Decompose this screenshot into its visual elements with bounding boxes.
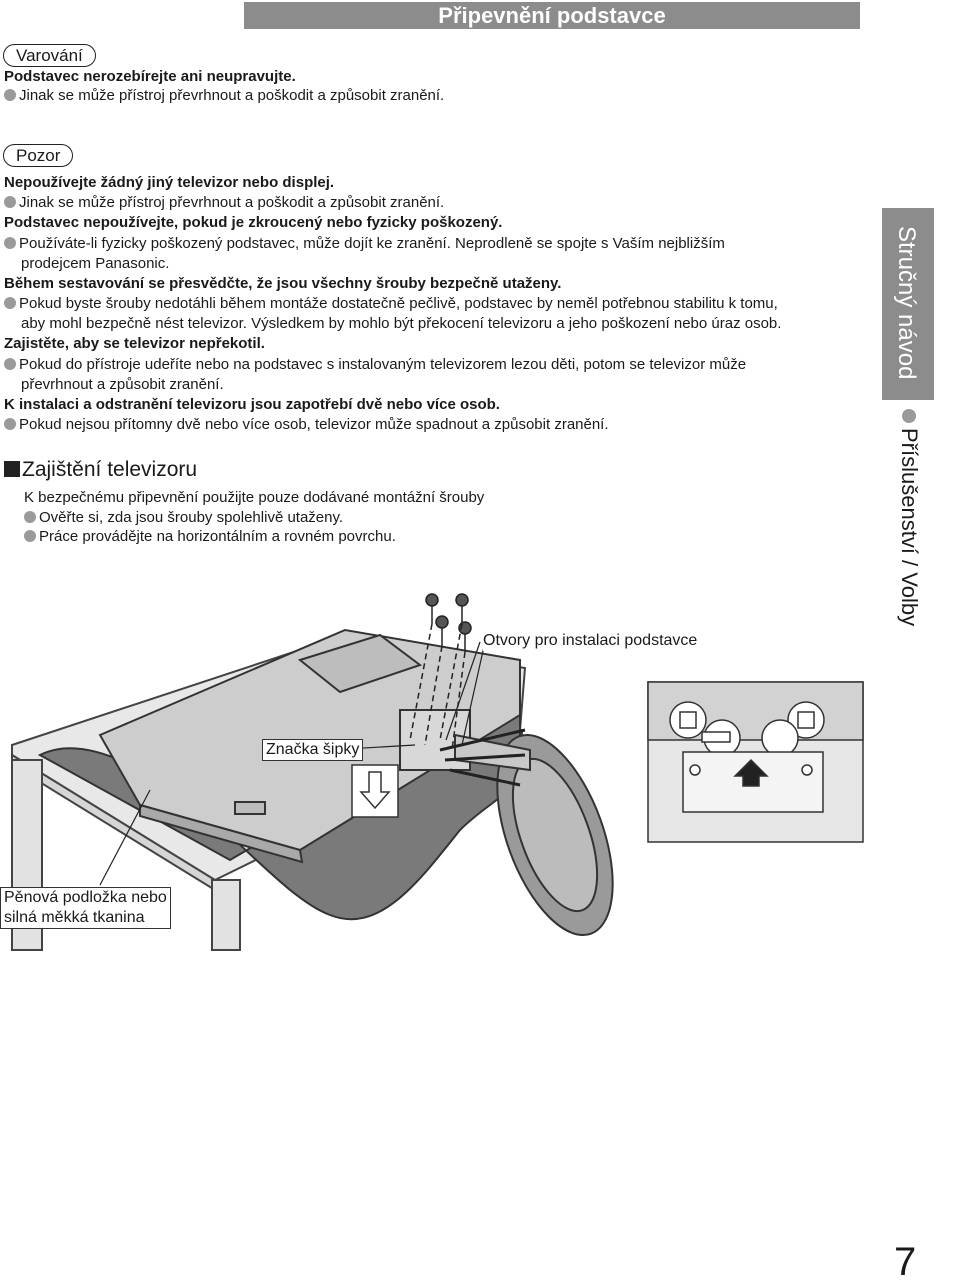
- page-title: Připevnění podstavce: [244, 2, 860, 29]
- bullet-icon: [4, 89, 16, 101]
- caution-line-1: Nepoužívejte žádný jiný televizor nebo d…: [4, 174, 335, 191]
- caution-line-3: Podstavec nepoužívejte, pokud je zkrouce…: [4, 214, 503, 231]
- bullet-icon: [24, 511, 36, 523]
- callout-arrow-mark: Značka šipky: [262, 739, 364, 761]
- mounting-detail: [647, 681, 864, 843]
- screws: [425, 593, 472, 652]
- caution-line-13: Pokud nejsou přítomny dvě nebo více osob…: [4, 415, 609, 435]
- warning-line-1: Podstavec nerozebírejte ani neupravujte.: [4, 68, 296, 85]
- caution-line-6: Během sestavování se přesvědčte, že jsou…: [4, 275, 562, 292]
- callout-pad: Pěnová podložka nebo silná měkká tkanina: [0, 887, 171, 929]
- caution-line-10: Pokud do přístroje udeříte nebo na podst…: [4, 355, 746, 375]
- section-line-3: Práce provádějte na horizontálním a rovn…: [24, 527, 396, 547]
- stand-installation-illustration: [11, 593, 864, 951]
- caution-line-11: převrhnout a způsobit zranění.: [21, 376, 224, 393]
- caution-line-7: Pokud byste šrouby nedotáhli během montá…: [4, 294, 778, 314]
- section-heading: Zajištění televizoru: [4, 457, 197, 483]
- caution-line-8: aby mohl bezpečně nést televizor. Výsled…: [21, 315, 782, 332]
- sidebar-sub-label: Příslušenství / Volby: [897, 428, 922, 627]
- callout-holes: Otvory pro instalaci podstavce: [483, 631, 698, 651]
- caution-line-4: Používáte-li fyzicky poškozený podstavec…: [4, 234, 725, 254]
- bullet-icon: [4, 358, 16, 370]
- square-bullet-icon: [4, 461, 20, 477]
- bullet-icon: [4, 418, 16, 430]
- down-arrow-icon: [359, 771, 391, 810]
- page-number: 7: [894, 1240, 917, 1284]
- stand: [454, 733, 614, 937]
- caution-line-12: K instalaci a odstranění televizoru jsou…: [4, 396, 500, 413]
- bullet-icon: [4, 196, 16, 208]
- caution-line-5: prodejcem Panasonic.: [21, 255, 170, 272]
- caution-line-2: Jinak se může přístroj převrhnout a pošk…: [4, 193, 444, 213]
- warning-line-2: Jinak se může přístroj převrhnout a pošk…: [4, 86, 444, 106]
- sidebar-tab: Stručný návod: [882, 208, 934, 400]
- caution-label: Pozor: [3, 144, 74, 167]
- warning-label: Varování: [3, 44, 96, 67]
- section-line-2: Ověřte si, zda jsou šrouby spolehlivě ut…: [24, 508, 343, 528]
- bullet-icon: [4, 297, 16, 309]
- caution-line-9: Zajistěte, aby se televizor nepřekotil.: [4, 335, 265, 352]
- section-line-1: K bezpečnému připevnění použijte pouze d…: [24, 489, 485, 506]
- bullet-icon: [24, 530, 36, 542]
- bullet-icon: [4, 237, 16, 249]
- bullet-icon: [902, 409, 916, 423]
- sidebar-tab-label: Stručný návod: [893, 226, 920, 380]
